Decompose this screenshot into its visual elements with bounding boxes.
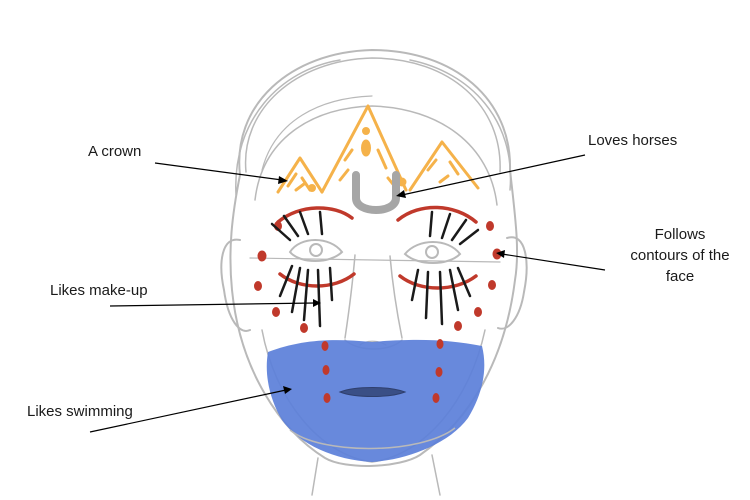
eye-lashes (270, 210, 480, 328)
label-likes-swimming: Likes swimming (27, 403, 133, 420)
pointer-makeup (109, 302, 316, 307)
horseshoe-icon (352, 171, 400, 214)
mouth (338, 387, 407, 397)
label-follows-contours: Follows contours of the face (630, 226, 730, 285)
crown-paint (276, 104, 480, 194)
label-loves-horses: Loves horses (588, 132, 678, 149)
pointer-crown (154, 162, 283, 181)
pointer-swimming (89, 389, 287, 433)
water-paint (266, 339, 485, 462)
head-outline (220, 48, 528, 496)
pointer-lines (89, 154, 606, 433)
pointer-contours (501, 253, 606, 271)
pointer-horses (401, 154, 586, 196)
label-crown: A crown (88, 143, 142, 160)
red-dots (254, 221, 502, 403)
label-likes-makeup: Likes make-up (50, 282, 148, 299)
